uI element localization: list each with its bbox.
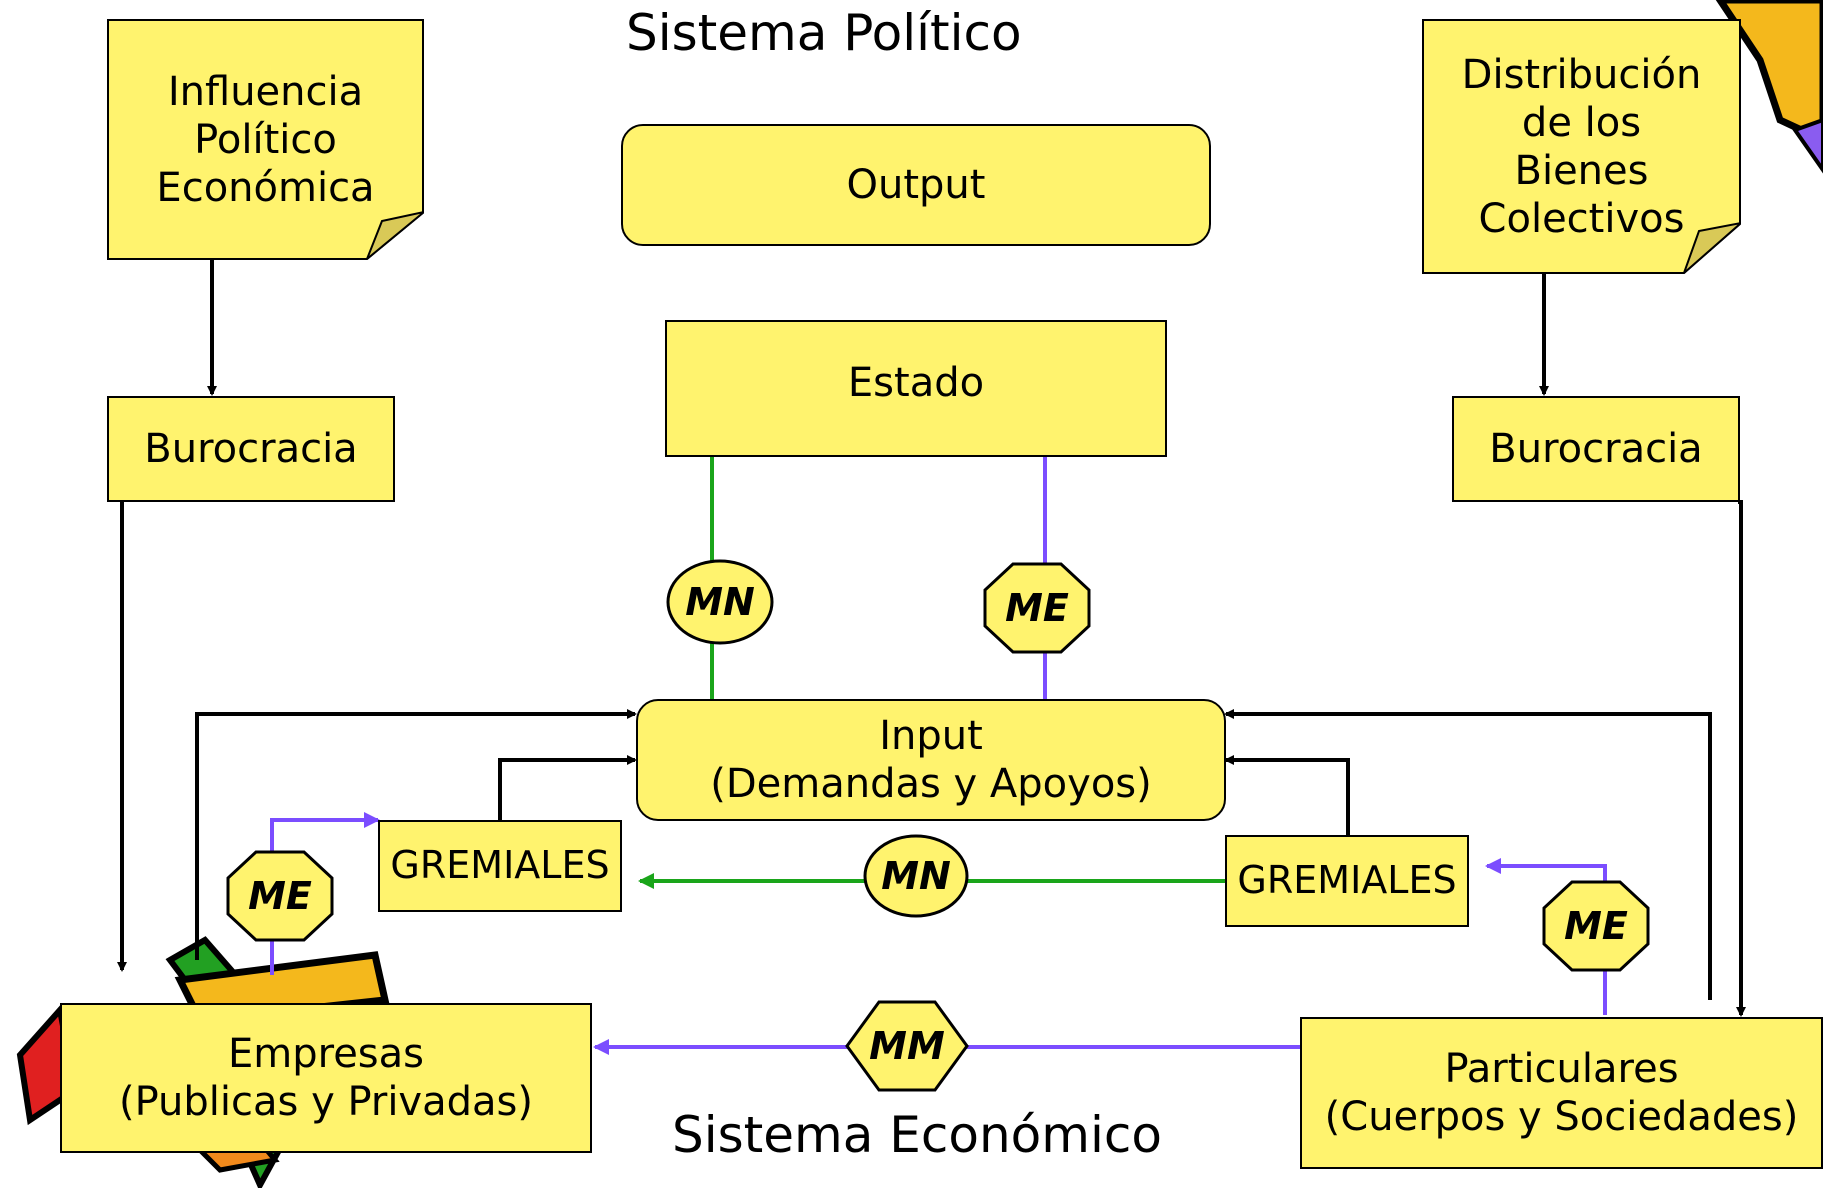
box-particulares: Particulares (Cuerpos y Sociedades) — [1300, 1017, 1823, 1169]
box-burocracia-left: Burocracia — [107, 396, 395, 502]
box-input-line-2: (Demandas y Apoyos) — [710, 761, 1152, 807]
arrow-gremiales-right-input — [1224, 755, 1350, 835]
badge-mm-label: MM — [869, 1024, 945, 1068]
box-burocracia-right: Burocracia — [1452, 396, 1740, 502]
arrow-gremiales-left-input — [498, 755, 637, 820]
box-input-line-1: Input — [879, 713, 983, 759]
badge-mn-mid-label: MN — [881, 854, 951, 898]
box-empresas-line-2: (Publicas y Privadas) — [119, 1079, 533, 1125]
note-distribucion-fold — [1422, 19, 1741, 274]
box-particulares-line-2: (Cuerpos y Sociedades) — [1324, 1094, 1799, 1140]
box-burocracia-right-label: Burocracia — [1489, 426, 1703, 472]
box-empresas: Empresas (Publicas y Privadas) — [60, 1003, 592, 1153]
title-sistema-economico: Sistema Económico — [672, 1106, 1162, 1164]
badge-me-right: ME — [1542, 880, 1650, 972]
note-influencia-fold — [107, 19, 424, 260]
box-gremiales-right-label: GREMIALES — [1237, 858, 1457, 903]
badge-mn-top: MN — [665, 558, 775, 646]
box-estado: Estado — [665, 320, 1167, 457]
box-gremiales-left-label: GREMIALES — [390, 843, 610, 888]
badge-mm: MM — [845, 1000, 969, 1092]
note-distribucion-line-1: Distribución — [1461, 51, 1702, 98]
badge-me-left: ME — [226, 850, 334, 942]
badge-me-top-label: ME — [1005, 586, 1069, 630]
note-distribucion-line-2: de los — [1521, 99, 1642, 146]
arrow-empresas-input — [195, 709, 637, 960]
box-burocracia-left-label: Burocracia — [144, 426, 358, 472]
title-sistema-politico: Sistema Político — [626, 4, 1022, 62]
note-influencia-line-2: Político — [194, 116, 337, 163]
box-output: Output — [621, 124, 1211, 246]
note-distribucion-line-4: Colectivos — [1478, 195, 1685, 242]
note-distribucion-line-3: Bienes — [1514, 147, 1649, 194]
box-empresas-line-1: Empresas — [228, 1031, 424, 1077]
arrow-particulares-input — [1224, 709, 1712, 1000]
box-gremiales-right: GREMIALES — [1225, 835, 1469, 927]
badge-me-right-label: ME — [1564, 904, 1628, 948]
note-influencia-line-3: Económica — [156, 164, 375, 211]
box-gremiales-left: GREMIALES — [378, 820, 622, 912]
badge-me-left-label: ME — [248, 874, 312, 918]
box-output-label: Output — [846, 162, 986, 208]
badge-me-top: ME — [983, 562, 1091, 654]
box-particulares-line-1: Particulares — [1444, 1046, 1679, 1092]
box-estado-label: Estado — [847, 359, 985, 406]
pencil-clipart-right — [1715, 0, 1823, 174]
arrow-burocracia-particulares — [1736, 500, 1746, 1017]
note-influencia: Influencia Político Económica — [107, 19, 424, 260]
note-influencia-line-1: Influencia — [167, 68, 364, 115]
badge-mn-top-label: MN — [685, 580, 755, 624]
badge-mn-mid: MN — [862, 833, 970, 919]
box-input: Input (Demandas y Apoyos) — [636, 699, 1226, 821]
